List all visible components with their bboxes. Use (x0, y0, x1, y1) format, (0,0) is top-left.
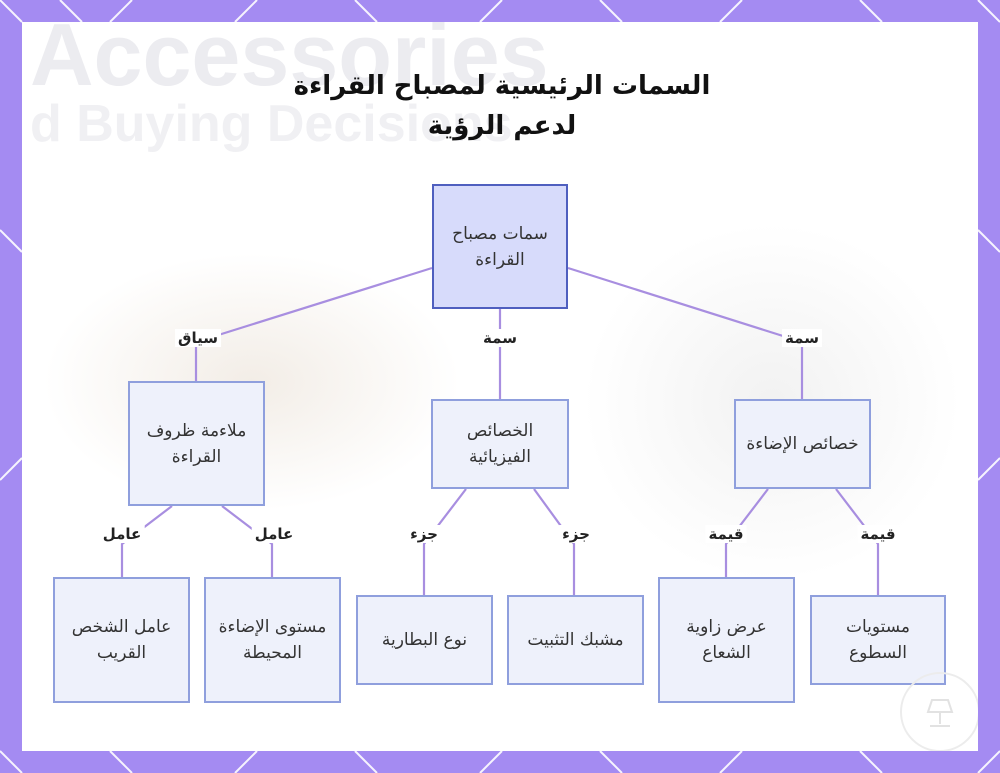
edge-label-factor: عامل (99, 525, 145, 543)
node-lighting-features: خصائص الإضاءة (734, 399, 871, 489)
edge-lighting-brightness (835, 488, 880, 595)
node-root: سمات مصباح القراءة (432, 184, 568, 309)
edge-label-value: قيمة (857, 525, 899, 543)
edge-physical-battery (422, 488, 467, 595)
edge-label-part: جزء (407, 525, 441, 543)
node-physical-features: الخصائص الفيزيائية (431, 399, 569, 489)
node-reading-conditions: ملاءمة ظروف القراءة (128, 381, 265, 506)
edge-root-conditions (194, 266, 433, 381)
node-beam-angle: عرض زاوية الشعاع (658, 577, 795, 703)
edge-conditions-nearby (120, 505, 173, 577)
node-nearby-person: عامل الشخص القريب (53, 577, 190, 703)
edge-label-attribute: سمة (480, 329, 520, 347)
background-watermark-subtext: d Buying Decisions (30, 95, 513, 153)
node-mount-clip: مشبك التثبيت (507, 595, 644, 685)
node-ambient-light: مستوى الإضاءة المحيطة (204, 577, 341, 703)
edge-root-lighting (567, 266, 804, 399)
reading-lamp-logo-icon (900, 672, 978, 751)
node-battery-type: نوع البطارية (356, 595, 493, 685)
edge-label-part: جزء (559, 525, 593, 543)
diagram-card: Accessories d Buying Decisions السمات ال… (22, 22, 978, 751)
edge-label-context: سياق (175, 329, 221, 347)
lamp-glyph-icon (926, 699, 954, 727)
edge-label-value: قيمة (705, 525, 747, 543)
edge-lighting-beam (724, 488, 769, 577)
edge-conditions-ambient (221, 505, 274, 577)
title-line-2: لدعم الرؤية (427, 111, 577, 141)
edge-label-factor: عامل (251, 525, 297, 543)
node-brightness-levels: مستويات السطوع (810, 595, 946, 685)
edge-label-attribute: سمة (782, 329, 822, 347)
diagram-title: السمات الرئيسية لمصباح القراءة لدعم الرؤ… (222, 66, 782, 146)
title-line-1: السمات الرئيسية لمصباح القراءة (293, 71, 711, 101)
background-watermark-text: Accessories (30, 22, 549, 104)
edge-physical-clip (533, 488, 576, 595)
